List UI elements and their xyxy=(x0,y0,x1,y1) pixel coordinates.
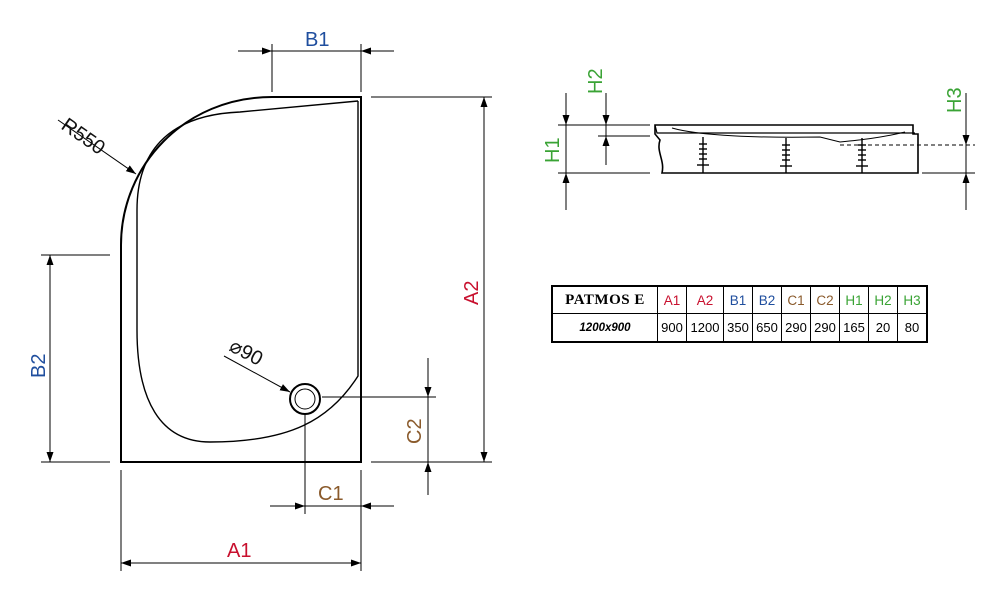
plan-dimensions xyxy=(41,44,492,571)
col-h2-label: H2 xyxy=(868,285,898,314)
support-leg-3 xyxy=(856,138,868,173)
dimension-spec-table: PATMOS E A1 A2 B1 B2 C1 C2 H1 H2 H3 1200… xyxy=(551,285,928,343)
drain-inner xyxy=(294,388,316,410)
side-dimensions xyxy=(558,93,975,210)
col-c1-label: C1 xyxy=(781,285,811,314)
label-c2: C2 xyxy=(404,418,426,444)
label-a1: A1 xyxy=(227,540,251,562)
value-a1: 900 xyxy=(657,313,687,343)
side-rim xyxy=(654,124,915,134)
tray-outer-outline xyxy=(120,96,362,463)
value-a2: 1200 xyxy=(686,313,724,343)
model-size: 1200x900 xyxy=(551,313,658,343)
support-leg-1 xyxy=(697,137,709,173)
side-basin-profile xyxy=(671,127,906,143)
tray-inner-basin xyxy=(136,100,359,443)
col-h1-label: H1 xyxy=(839,285,869,314)
radius-leader xyxy=(57,119,137,175)
label-h3: H3 xyxy=(944,87,966,113)
col-c2-label: C2 xyxy=(810,285,840,314)
label-b2: B2 xyxy=(28,354,50,378)
spec-header-row: PATMOS E A1 A2 B1 B2 C1 C2 H1 H2 H3 xyxy=(551,285,928,314)
label-a2: A2 xyxy=(461,281,483,305)
support-leg-2 xyxy=(780,138,792,173)
value-b1: 350 xyxy=(723,313,753,343)
model-name: PATMOS E xyxy=(551,285,658,314)
label-drain: ⌀90 xyxy=(226,335,267,371)
tray-plan-view xyxy=(120,96,362,463)
value-b2: 650 xyxy=(752,313,782,343)
value-h1: 165 xyxy=(839,313,869,343)
drain-leader xyxy=(223,355,291,393)
label-h1: H1 xyxy=(542,137,564,163)
dimension-labels: B1 A2 B2 A1 C1 C2 R550 ⌀90 H1 H2 H3 xyxy=(28,29,966,562)
value-c2: 290 xyxy=(810,313,840,343)
col-h3-label: H3 xyxy=(897,285,928,314)
col-b2-label: B2 xyxy=(752,285,782,314)
label-h2: H2 xyxy=(585,68,607,94)
spec-value-row: 1200x900 900 1200 350 650 290 290 165 20… xyxy=(551,313,928,343)
value-c1: 290 xyxy=(781,313,811,343)
col-a2-label: A2 xyxy=(686,285,724,314)
value-h2: 20 xyxy=(868,313,898,343)
value-h3: 80 xyxy=(897,313,928,343)
label-radius: R550 xyxy=(57,114,109,159)
side-tray-body xyxy=(654,124,919,174)
label-b1: B1 xyxy=(305,29,329,51)
col-b1-label: B1 xyxy=(723,285,753,314)
col-a1-label: A1 xyxy=(657,285,687,314)
tray-side-view xyxy=(654,124,975,174)
label-c1: C1 xyxy=(318,483,344,505)
